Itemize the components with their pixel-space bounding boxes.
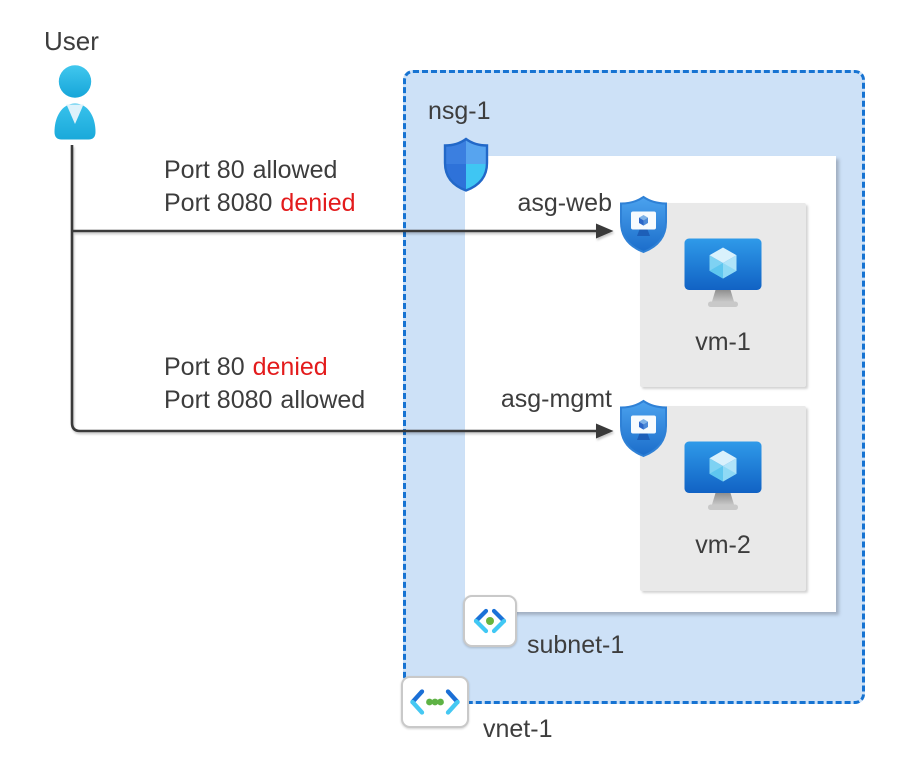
rule-status-denied: denied — [252, 353, 328, 381]
user-person-icon — [46, 64, 104, 147]
nsg-shield-icon — [443, 137, 489, 197]
vm1-label: vm-1 — [695, 328, 751, 356]
vm2-label: vm-2 — [695, 531, 751, 559]
rule-status-allowed: allowed — [252, 156, 338, 184]
nsg-label: nsg-1 — [428, 97, 491, 125]
asg-web-shield-icon — [619, 195, 668, 259]
asg-mgmt-label: asg-mgmt — [500, 385, 612, 413]
subnet-label: subnet-1 — [527, 631, 625, 659]
subnet-code-brackets-icon — [463, 595, 517, 647]
rule-prefix: Port 80 — [164, 156, 245, 184]
vnet-label: vnet-1 — [483, 715, 553, 743]
user-label: User — [44, 26, 99, 56]
rule-prefix: Port 8080 — [164, 386, 273, 414]
rule-prefix: Port 8080 — [164, 189, 273, 217]
rule-prefix: Port 80 — [164, 353, 245, 381]
rule-status-allowed: allowed — [280, 386, 366, 414]
vm2-icon — [683, 440, 763, 520]
vm1-icon — [683, 237, 763, 317]
rule-status-denied: denied — [280, 189, 356, 217]
virtual-network-brackets-icon — [401, 676, 469, 728]
asg-mgmt-shield-icon — [619, 399, 668, 463]
